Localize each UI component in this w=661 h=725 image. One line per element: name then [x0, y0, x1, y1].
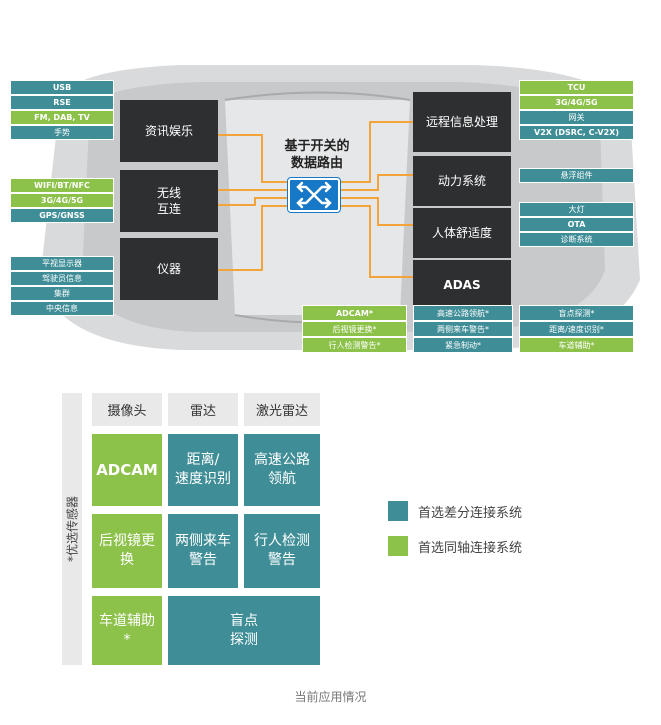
block-adas: ADAS: [413, 260, 511, 310]
label-central-info: 中央信息: [10, 301, 114, 316]
label-diagnostics: 诊断系统: [519, 232, 634, 247]
center-title-line2: 数据路由: [290, 156, 343, 171]
block-comfort: 人体舒适度: [413, 208, 511, 258]
cell-adcam: ADCAM: [92, 434, 162, 506]
label-fm-dab-tv: FM, DAB, TV: [10, 110, 114, 125]
label-highway: 高速公路领航*: [413, 305, 513, 321]
label-usb: USB: [10, 80, 114, 95]
header-radar: 雷达: [168, 393, 238, 426]
cell-highway: 高速公路 领航: [244, 434, 320, 506]
cell-lane-assist: 车道辅助*: [92, 596, 162, 665]
label-adcam: ADCAM*: [302, 305, 407, 321]
label-gateway: 网关: [519, 110, 634, 125]
header-camera: 摄像头: [92, 393, 162, 426]
label-driver-info: 驾驶员信息: [10, 271, 114, 286]
label-headlights: 大灯: [519, 202, 634, 217]
block-powertrain: 动力系统: [413, 156, 511, 206]
label-cluster: 集群: [10, 286, 114, 301]
legend-swatch-coaxial: [388, 536, 408, 556]
block-infotainment: 资讯娱乐: [120, 100, 218, 162]
label-3g-4g-5g-right: 3G/4G/5G: [519, 95, 634, 110]
label-distance-speed: 距离/速度识别*: [519, 321, 634, 337]
cell-distance-speed: 距离/ 速度识别: [168, 434, 238, 506]
label-gesture: 手势: [10, 125, 114, 140]
legend-label-coaxial: 首选同轴连接系统: [418, 541, 523, 556]
sensor-side-label: *优选传感器: [65, 495, 80, 563]
center-title: 基于开关的 数据路由: [262, 138, 372, 172]
cell-blind-spot: 盲点 探测: [168, 596, 320, 665]
label-emergency-brake: 紧急制动*: [413, 337, 513, 353]
label-mirror-replace: 后视镜更换*: [302, 321, 407, 337]
block-telematics: 远程信息处理: [413, 92, 511, 152]
cell-pedestrian: 行人检测 警告: [244, 514, 320, 588]
center-title-line1: 基于开关的: [284, 139, 350, 154]
header-lidar: 激光雷达: [244, 393, 320, 426]
label-suspension: 悬浮组件: [519, 168, 634, 183]
label-tcu: TCU: [519, 80, 634, 95]
legend-swatch-differential: [388, 501, 408, 521]
label-cross-traffic: 两侧来车警告*: [413, 321, 513, 337]
cell-cross-traffic: 两侧来车 警告: [168, 514, 238, 588]
label-3g-4g-5g-left: 3G/4G/5G: [10, 193, 114, 208]
label-blind-spot: 盲点探测*: [519, 305, 634, 321]
architecture-diagram: USB RSE FM, DAB, TV 手势 WIFI/BT/NFC 3G/4G…: [0, 30, 661, 360]
label-lane-assist: 车道辅助*: [519, 337, 634, 353]
cell-mirror-replace: 后视镜更 换: [92, 514, 162, 588]
label-ota: OTA: [519, 217, 634, 232]
label-v2x: V2X (DSRC, C-V2X): [519, 125, 634, 140]
switch-icon: [288, 178, 340, 212]
block-instrument: 仪器: [120, 238, 218, 300]
label-pedestrian: 行人检测警告*: [302, 337, 407, 353]
block-wireless: 无线 互连: [120, 170, 218, 232]
label-gps-gnss: GPS/GNSS: [10, 208, 114, 223]
label-hud: 平视显示器: [10, 256, 114, 271]
label-rse: RSE: [10, 95, 114, 110]
figure-caption: 当前应用情况: [294, 690, 367, 704]
label-wifi-bt-nfc: WIFI/BT/NFC: [10, 178, 114, 193]
sensor-side-bar: *优选传感器: [62, 393, 82, 665]
legend-label-differential: 首选差分连接系统: [418, 506, 523, 521]
